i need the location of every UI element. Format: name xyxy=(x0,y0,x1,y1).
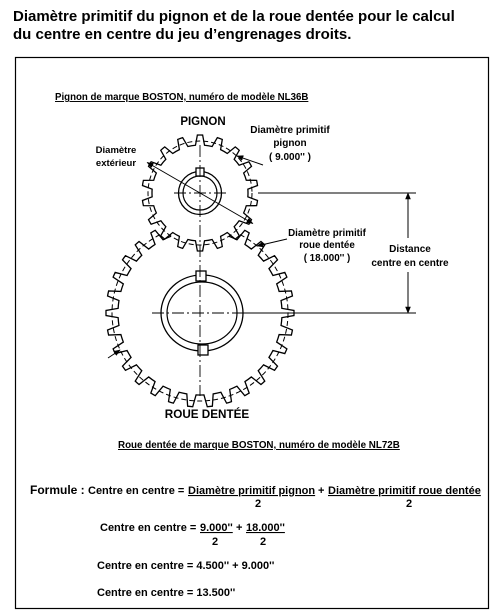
gear-pitch-label-line2: roue dentée xyxy=(299,240,355,251)
distance-label-line1: Distance xyxy=(389,244,431,255)
outer-diameter-label-line1: Diamètre xyxy=(96,145,137,156)
page-title: Diamètre primitif du pignon et de la rou… xyxy=(13,8,455,44)
pinion-pitch-label-value: ( 9.000'' ) xyxy=(269,152,311,163)
formula-general-numerator-2: Diamètre primitif roue dentée xyxy=(328,485,481,497)
formula-general-lhs: Centre en centre = xyxy=(88,485,184,497)
formula-substituted-denominator-1: 2 xyxy=(212,536,218,548)
formula-substituted-numerator-2: 18.000'' xyxy=(246,522,285,534)
gear-pitch-leader xyxy=(256,238,288,248)
pinion-pitch-leader xyxy=(236,155,264,166)
formula-general-operator: + xyxy=(318,485,324,497)
formula-substituted-denominator-2: 2 xyxy=(260,536,266,548)
page-title-line1: Diamètre primitif du pignon et de la rou… xyxy=(13,8,455,25)
formula-label: Formule : xyxy=(30,483,85,497)
gear-pitch-label-line1: Diamètre primitif xyxy=(288,228,367,239)
gear-brand-label: Roue dentée de marque BOSTON, numéro de … xyxy=(118,440,400,451)
gear-title: ROUE DENTÉE xyxy=(165,408,250,421)
outer-diameter-label-line2: extérieur xyxy=(96,158,136,169)
formula-general-denominator-2: 2 xyxy=(406,498,412,510)
formula-substituted-numerator-1: 9.000'' xyxy=(200,522,233,534)
formula-substituted-lhs: Centre en centre = xyxy=(100,522,196,534)
pinion-title: PIGNON xyxy=(180,116,225,128)
formula-general-denominator-1: 2 xyxy=(255,498,261,510)
gear-pitch-label-value: ( 18.000'' ) xyxy=(304,253,351,264)
formula-general-numerator-1: Diamètre primitif pignon xyxy=(188,485,315,497)
formula-substituted-operator: + xyxy=(236,522,242,534)
gear-pitch-arrow-lower xyxy=(107,349,121,359)
pinion-brand-label: Pignon de marque BOSTON, numéro de modèl… xyxy=(55,92,308,103)
page-title-line2: du centre en centre du jeu d’engrenages … xyxy=(13,26,352,43)
gear-keyway-top xyxy=(195,270,207,282)
diagram-frame xyxy=(14,56,490,610)
distance-label-line2: centre en centre xyxy=(371,258,449,269)
formula-result: Centre en centre = 13.500'' xyxy=(97,587,236,599)
gear-keyway-bottom xyxy=(197,344,209,356)
pinion-pitch-label-line2: pignon xyxy=(273,138,306,149)
pinion-pitch-label-line1: Diamètre primitif xyxy=(250,125,330,136)
formula-halved: Centre en centre = 4.500'' + 9.000'' xyxy=(97,560,275,572)
outer-diameter-dimension-line xyxy=(146,162,254,224)
